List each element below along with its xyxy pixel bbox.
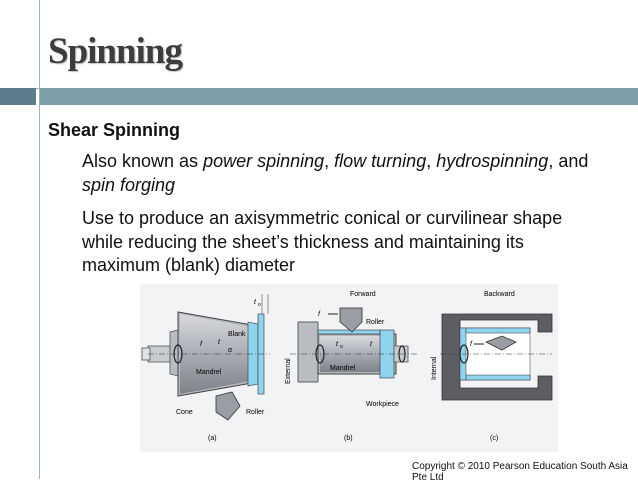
bullet-text: Use to produce an axisymmetric conical o… bbox=[82, 207, 602, 278]
label-forward: Forward bbox=[350, 291, 376, 298]
label-f: f bbox=[200, 341, 203, 348]
emphasis-term: power spinning bbox=[203, 151, 325, 171]
label-t: t bbox=[218, 339, 221, 346]
caption-a: (a) bbox=[208, 435, 217, 442]
emphasis-term: spin forging bbox=[82, 174, 176, 195]
bullet-text: Also known as power spinning, flow turni… bbox=[82, 150, 602, 197]
text-run: Also known as bbox=[82, 151, 204, 171]
label-mandrel-b: Mandrel bbox=[330, 365, 356, 372]
label-t0-b: t bbox=[336, 341, 339, 348]
label-t0-b-sub: o bbox=[340, 344, 343, 350]
vertical-rule bbox=[39, 0, 40, 479]
accent-bar-left bbox=[0, 88, 36, 105]
label-t0: t bbox=[254, 299, 257, 306]
copyright-text: Copyright © 2010 Pearson Education South… bbox=[412, 461, 628, 483]
panel-a: t o Blank t f α Mandrel Cone Roller (a) bbox=[141, 294, 270, 442]
label-f-b: f bbox=[318, 311, 321, 318]
label-cone: Cone bbox=[176, 409, 193, 416]
label-t0-sub: o bbox=[258, 302, 261, 308]
text-run: , bbox=[426, 151, 437, 171]
label-external: External bbox=[285, 358, 292, 384]
caption-c: (c) bbox=[490, 435, 498, 442]
label-t-b: t bbox=[370, 341, 373, 348]
label-internal: Internal bbox=[431, 356, 438, 380]
label-f-c: f bbox=[470, 341, 473, 348]
label-roller: Roller bbox=[246, 409, 265, 416]
text-run: , bbox=[324, 151, 335, 171]
shear-spinning-figure: t o Blank t f α Mandrel Cone Roller (a) … bbox=[140, 284, 558, 452]
panel-b: Forward Roller f t o t Mandrel External … bbox=[285, 291, 418, 442]
accent-bar bbox=[40, 88, 638, 105]
label-roller-b: Roller bbox=[366, 319, 385, 326]
label-mandrel: Mandrel bbox=[196, 369, 222, 376]
subheading: Shear Spinning bbox=[48, 120, 181, 140]
figure-svg: t o Blank t f α Mandrel Cone Roller (a) … bbox=[141, 291, 553, 442]
slide-title: Spinning bbox=[48, 31, 183, 72]
text-run: , and bbox=[548, 151, 589, 171]
label-blank: Blank bbox=[228, 331, 246, 338]
label-backward: Backward bbox=[484, 291, 515, 298]
label-workpiece: Workpiece bbox=[366, 401, 399, 408]
caption-b: (b) bbox=[344, 435, 353, 442]
emphasis-term: flow turning bbox=[334, 151, 427, 171]
label-alpha: α bbox=[228, 347, 233, 354]
text-run: Use to produce an axisymmetric conical o… bbox=[82, 208, 563, 275]
emphasis-term: hydrospinning bbox=[436, 151, 549, 171]
panel-c: Backward Internal f (c) bbox=[431, 291, 553, 442]
